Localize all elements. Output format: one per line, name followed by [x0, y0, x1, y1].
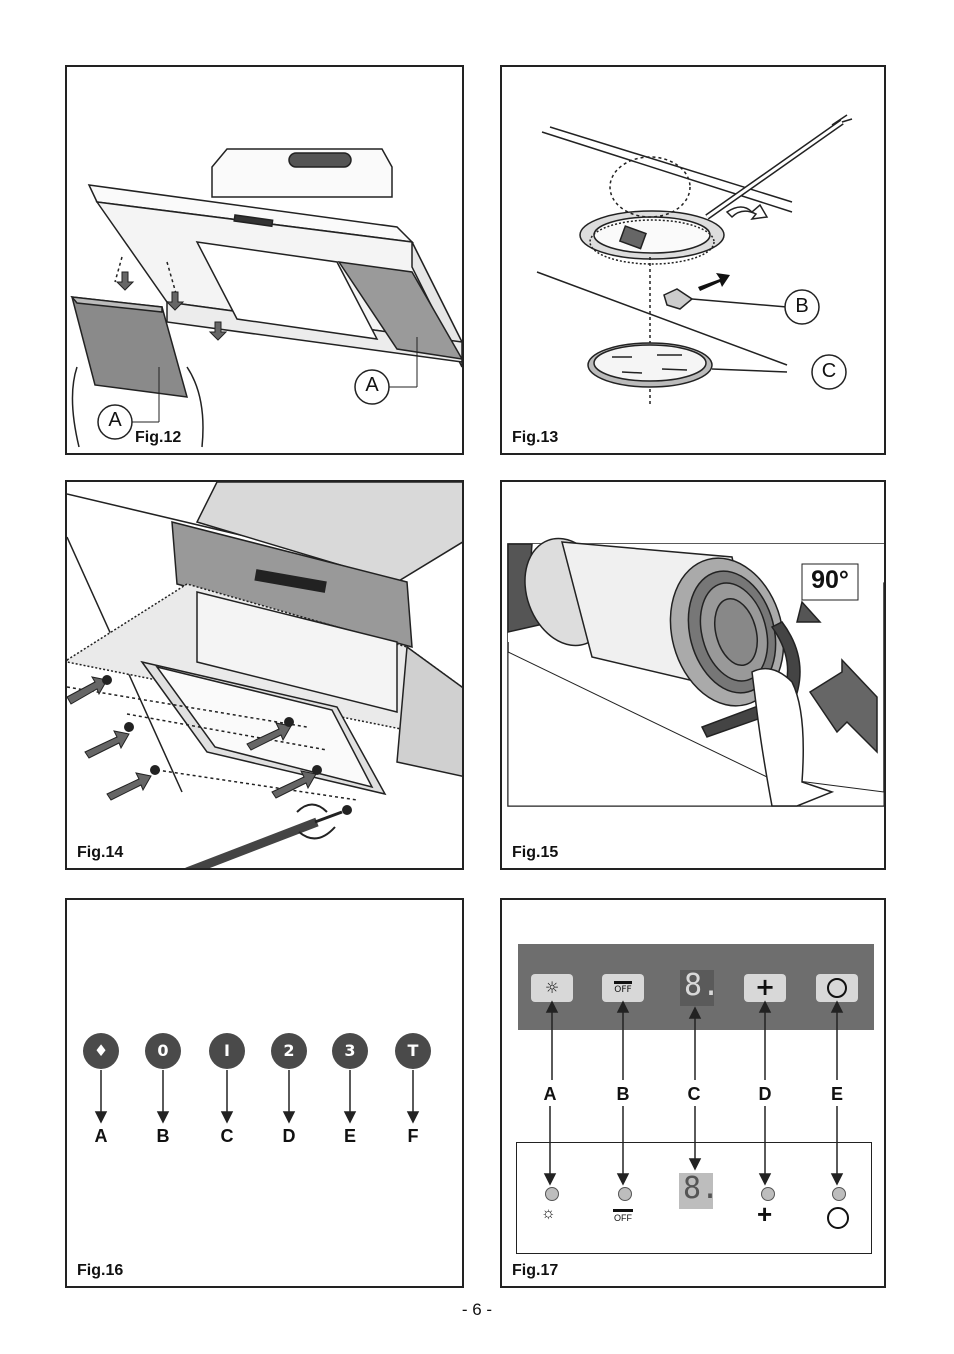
figure-15-panel: 90° Fig.15 — [500, 480, 886, 870]
label-d: D — [758, 1084, 772, 1104]
figure-13-panel: B C Fig.13 — [500, 65, 886, 455]
off-text: OFF — [614, 985, 632, 995]
callout-a-right: A — [365, 374, 379, 396]
figure-12-panel: A A Fig.12 — [65, 65, 464, 455]
hood-filter-removal-illustration — [70, 148, 462, 448]
indicator-panel: 8. ☼ OFF + — [516, 1142, 872, 1254]
minus-icon — [614, 981, 632, 984]
figure-label: Fig.13 — [512, 429, 559, 446]
light-bulb-button[interactable]: ♦ — [83, 1033, 119, 1069]
panel-screw-fixing-illustration — [67, 482, 462, 868]
figure-label: Fig.12 — [135, 429, 182, 446]
plus-button[interactable]: + — [744, 974, 786, 1002]
callout-a-left: A — [108, 409, 122, 431]
button-arrows — [94, 1070, 420, 1124]
label-b: B — [616, 1084, 630, 1104]
figure-16-panel: ♦ 0 I 2 3 T A B C D E F Fig.16 — [65, 898, 464, 1288]
figure-label: Fig.17 — [512, 1262, 559, 1279]
speed-3-button[interactable]: 3 — [332, 1033, 368, 1069]
timer-led — [832, 1187, 846, 1201]
light-icon: ☼ — [544, 978, 560, 997]
label-a: A — [543, 1084, 557, 1104]
plus-led — [761, 1187, 775, 1201]
figure-label: Fig.16 — [77, 1262, 124, 1279]
plus-icon: + — [757, 1199, 773, 1229]
off-led — [618, 1187, 632, 1201]
light-icon: ☼ — [541, 1205, 556, 1222]
callout-b: B — [795, 295, 809, 317]
label-f: F — [407, 1126, 419, 1146]
speed-0-button[interactable]: 0 — [145, 1033, 181, 1069]
speed-1-button[interactable]: I — [209, 1033, 245, 1069]
seven-segment-display: 8. — [680, 968, 720, 1006]
page-number: - 6 - — [461, 1300, 493, 1319]
figure-label: Fig.15 — [512, 844, 559, 861]
indicator-display: 8. — [679, 1171, 719, 1209]
rotation-angle-label: 90° — [811, 566, 849, 594]
figure-label: Fig.14 — [77, 844, 124, 861]
off-minus-button[interactable]: OFF — [602, 974, 644, 1002]
callout-c: C — [821, 360, 837, 382]
off-text: OFF — [614, 1213, 632, 1223]
indicator-digit: 8. — [683, 1171, 720, 1206]
touch-control-bar: ☼ OFF 8. + — [518, 944, 874, 1030]
minus-icon — [613, 1209, 633, 1212]
label-c: C — [687, 1084, 701, 1104]
light-bulb-icon: ♦ — [93, 1041, 109, 1060]
timer-button[interactable]: T — [395, 1033, 431, 1069]
display-digit: 8. — [684, 968, 721, 1003]
light-button[interactable]: ☼ — [531, 974, 573, 1002]
label-e: E — [830, 1084, 843, 1104]
lamp-replacement-illustration — [536, 114, 853, 407]
clock-icon — [827, 978, 847, 998]
label-e: E — [343, 1126, 356, 1146]
figure-17-panel: ☼ OFF 8. + A B C D E — [500, 898, 886, 1288]
timer-button[interactable] — [816, 974, 858, 1002]
clock-icon — [827, 1207, 849, 1229]
off-indicator: OFF — [613, 1209, 633, 1223]
light-led — [545, 1187, 559, 1201]
label-c: C — [220, 1126, 234, 1146]
plus-icon: + — [754, 973, 776, 1001]
label-b: B — [156, 1126, 170, 1146]
label-a: A — [94, 1126, 108, 1146]
figure-14-panel: Fig.14 — [65, 480, 464, 870]
filter-rotation-illustration — [507, 537, 884, 807]
label-d: D — [282, 1126, 296, 1146]
speed-2-button[interactable]: 2 — [271, 1033, 307, 1069]
